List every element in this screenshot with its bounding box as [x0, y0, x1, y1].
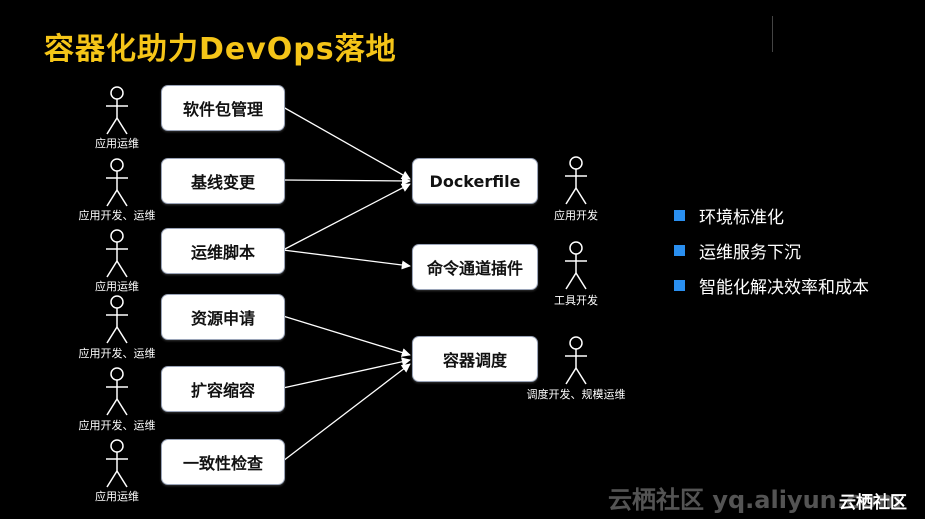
bullet-item: 智能化解决效率和成本 — [674, 268, 869, 303]
node-resource-request: 资源申请 — [161, 294, 285, 340]
node-software-package: 软件包管理 — [161, 85, 285, 131]
person-icon — [106, 229, 128, 278]
node-consistency-check: 一致性检查 — [161, 439, 285, 485]
arrow-resource-to-scheduling — [282, 315, 411, 357]
role-label: 应用运维 — [95, 490, 139, 503]
node-ops-script: 运维脚本 — [161, 228, 285, 274]
person-icon — [106, 86, 128, 135]
arrow-scaling-to-scheduling — [282, 357, 411, 389]
node-command-plugin: 命令通道插件 — [412, 244, 538, 290]
page-title: 容器化助力DevOps落地 — [44, 32, 397, 67]
role-label: 应用运维 — [95, 280, 139, 293]
role-label: 应用开发、运维 — [78, 419, 156, 432]
bullet-item: 运维服务下沉 — [674, 233, 869, 268]
watermark: 云栖社区 yq.aliyun.com — [608, 486, 902, 514]
node-dockerfile: Dockerfile — [412, 158, 538, 204]
square-bullet-icon — [674, 280, 685, 291]
person-icon — [106, 367, 128, 416]
logo: 云栖社区 — [839, 493, 907, 513]
role-label: 应用开发、运维 — [78, 209, 156, 222]
person-icon — [106, 439, 128, 488]
arrow-script-to-dockerfile — [282, 183, 411, 251]
person-icon — [565, 241, 587, 290]
role-label: 工具开发 — [554, 294, 598, 307]
arrow-check-to-scheduling — [282, 363, 411, 462]
role-label: 调度开发、规模运维 — [526, 388, 626, 401]
square-bullet-icon — [674, 210, 685, 221]
person-icon — [565, 156, 587, 205]
role-label: 应用开发、运维 — [78, 347, 156, 360]
person-icon — [106, 295, 128, 344]
arrow-software-to-dockerfile — [282, 106, 411, 180]
square-bullet-icon — [674, 245, 685, 256]
arrow-baseline-to-dockerfile — [282, 176, 411, 186]
person-icon — [565, 336, 587, 385]
role-label: 应用开发 — [554, 209, 598, 222]
divider — [772, 16, 773, 52]
node-container-scheduling: 容器调度 — [412, 336, 538, 382]
role-label: 应用运维 — [95, 137, 139, 150]
node-scaling: 扩容缩容 — [161, 366, 285, 412]
arrow-script-to-plugin — [282, 249, 411, 270]
bullet-list: 环境标准化 运维服务下沉 智能化解决效率和成本 — [674, 198, 869, 303]
bullet-item: 环境标准化 — [674, 198, 869, 233]
person-icon — [106, 158, 128, 207]
node-baseline-change: 基线变更 — [161, 158, 285, 204]
